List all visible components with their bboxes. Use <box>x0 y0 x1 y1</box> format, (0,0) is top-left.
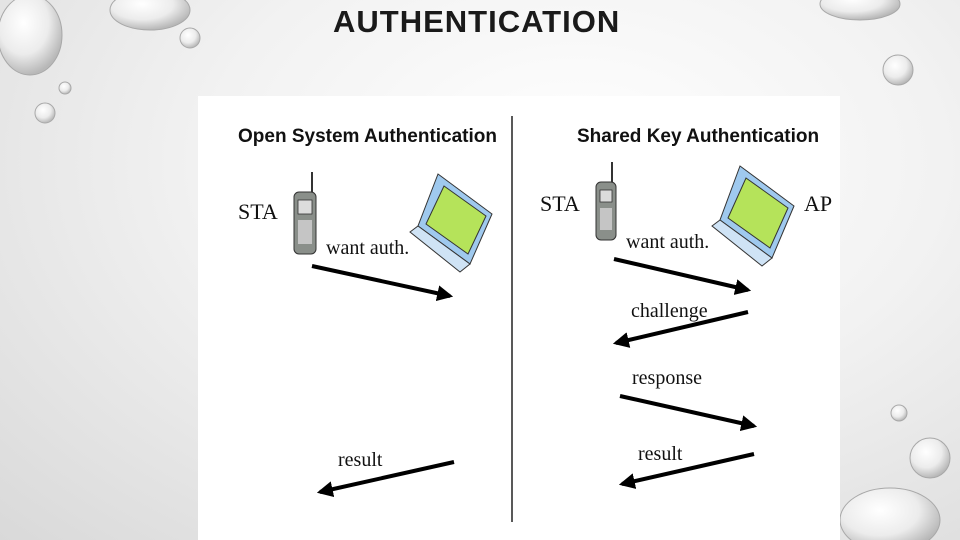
open-request-arrow <box>311 264 454 302</box>
open-sta-label: STA <box>238 199 278 224</box>
shared-key-heading: Shared Key Authentication <box>577 126 819 147</box>
authentication-diagram: Open System Authentication Shared Key Au… <box>198 96 840 540</box>
mobile-phone-icon <box>293 172 317 255</box>
slide-title: AUTHENTICATION <box>333 4 621 39</box>
open-message-label: result <box>338 449 383 471</box>
mobile-phone-icon <box>595 162 617 241</box>
shared-sta-label: STA <box>540 191 580 216</box>
shared-message-label: result <box>638 443 683 465</box>
diagram-canvas: Open System Authentication Shared Key Au… <box>238 116 832 522</box>
open-message-label: want auth. <box>326 237 409 259</box>
open-system-heading: Open System Authentication <box>238 126 497 147</box>
shared-challenge-arrow <box>612 310 749 348</box>
shared-message-label: challenge <box>631 300 708 322</box>
shared-message-label: response <box>632 367 702 389</box>
shared-response-arrow <box>619 394 758 432</box>
ap-label: AP <box>804 191 832 216</box>
open-result-arrow <box>316 460 455 498</box>
shared-request-arrow <box>613 257 752 295</box>
shared-message-label: want auth. <box>626 231 709 253</box>
laptop-icon <box>409 173 493 273</box>
shared-result-arrow <box>618 452 755 489</box>
laptop-icon <box>711 165 795 267</box>
